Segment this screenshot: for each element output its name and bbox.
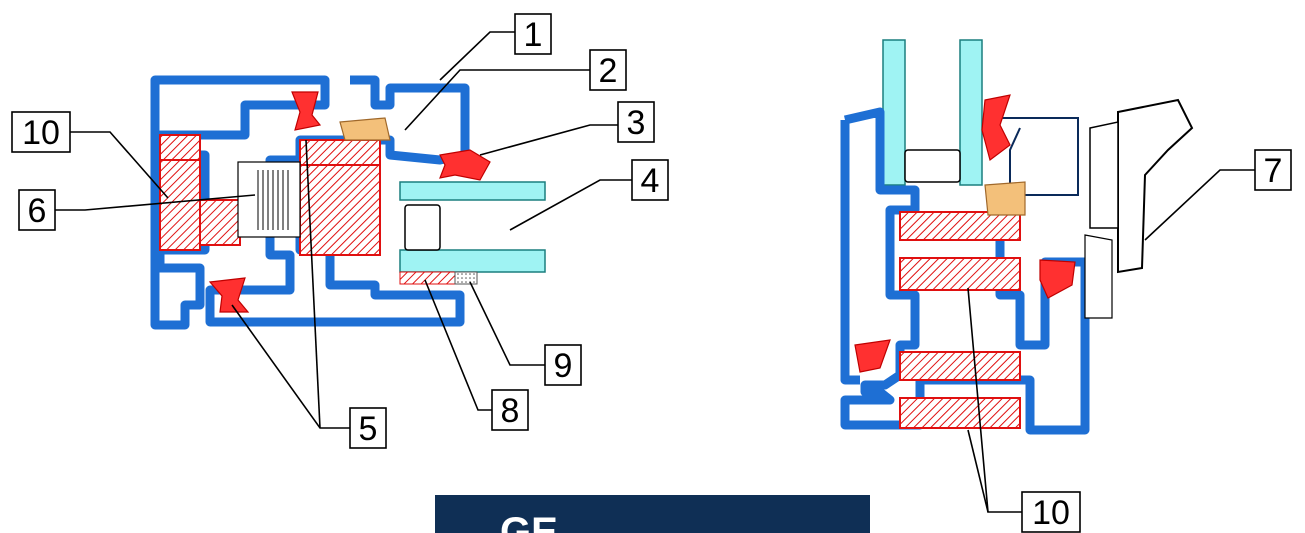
thermal-break-right-upper-2 <box>899 257 1021 291</box>
callout-9-label: 9 <box>554 347 573 385</box>
right-sash-profile <box>840 120 860 385</box>
right-gasket-top-left <box>981 94 1011 162</box>
handle-bracket <box>1084 234 1113 319</box>
thermal-break-right-upper <box>899 211 1021 241</box>
fixing-screw <box>339 117 391 141</box>
thermal-break-right-lower-2 <box>899 397 1021 429</box>
hardware-ribs <box>257 170 289 230</box>
glass-pane-bottom <box>399 249 546 273</box>
callout-1: 1 <box>439 13 552 81</box>
right-sash-inner-line <box>1000 117 1079 196</box>
right-gasket-bottom-left <box>854 339 891 373</box>
glass-spacer <box>404 204 441 251</box>
right-profile-section <box>840 39 1194 435</box>
callout-4-label: 4 <box>641 162 660 200</box>
thermal-break-mid-left <box>199 199 241 246</box>
window-handle <box>1117 98 1194 274</box>
callout-9: 9 <box>469 281 582 386</box>
handle-base <box>1089 121 1119 229</box>
callout-10-left-label: 10 <box>22 114 60 152</box>
right-gasket-mid <box>1039 259 1076 299</box>
callout-2-label: 2 <box>599 52 618 90</box>
outer-frame-profile <box>150 75 330 330</box>
bottom-panel-background <box>435 495 870 533</box>
glass-spacer-right <box>904 149 961 183</box>
callout-6: 6 <box>18 189 256 231</box>
setting-block <box>399 271 456 285</box>
hardware-channel <box>237 161 301 238</box>
gasket-top <box>291 91 322 131</box>
callout-7-label: 7 <box>1264 152 1283 190</box>
callout-7: 7 <box>1144 149 1292 241</box>
left-profile-section <box>150 75 546 330</box>
callout-10-right-label: 10 <box>1032 494 1070 532</box>
callout-10-left: 10 <box>11 111 169 199</box>
callout-8-label: 8 <box>501 392 520 430</box>
thermal-break-left <box>159 159 201 251</box>
thermal-break-right-lower <box>899 351 1021 381</box>
callout-1-label: 1 <box>524 16 543 54</box>
callout-4: 4 <box>509 159 669 231</box>
thermal-break-right <box>299 164 381 256</box>
right-fixing-screw <box>984 181 1026 216</box>
glass-pane-right <box>959 39 983 186</box>
callout-3-label: 3 <box>627 104 646 142</box>
callout-6-label: 6 <box>28 192 47 230</box>
callout-10-right: 10 <box>967 287 1081 533</box>
glazing-gasket <box>439 149 491 181</box>
sealant <box>454 271 478 285</box>
glass-pane-top <box>399 181 546 201</box>
glass-pane-left <box>882 39 906 186</box>
bottom-brand-panel: GE <box>435 495 870 533</box>
callout-2: 2 <box>404 49 627 131</box>
bottom-panel-text: GE <box>500 510 558 533</box>
callout-8: 8 <box>424 279 529 431</box>
callout-3: 3 <box>479 101 655 156</box>
gasket-bottom-left <box>208 277 250 313</box>
callout-5-label: 5 <box>359 410 378 448</box>
callout-5: 5 <box>231 139 387 449</box>
